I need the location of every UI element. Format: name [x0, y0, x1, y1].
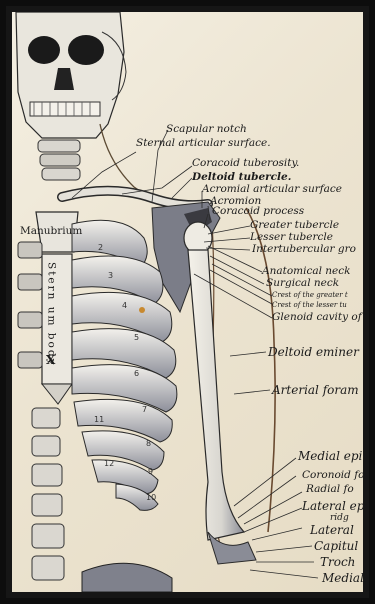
skull — [16, 12, 126, 138]
rib-number: 3 — [108, 272, 113, 280]
label-acromial-articular-surface: Acromial articular surface — [202, 184, 342, 195]
label-crest-lesser-tubercle: Crest of the lesser tu — [272, 302, 347, 309]
anatomy-drawing: Scapular notch Sternal articular surface… — [12, 12, 363, 592]
rib-number: 7 — [142, 406, 147, 414]
label-arterial-foramen: Arterial foram — [272, 384, 359, 396]
label-capitulum: Capitul — [314, 540, 358, 552]
label-deltoid-eminence: Deltoid eminer — [268, 346, 359, 358]
rib-number: 6 — [134, 370, 139, 378]
label-lateral-epicondyle: Lateral ep — [302, 500, 363, 512]
label-trochlea: Troch — [320, 556, 355, 568]
label-deltoid-tubercle: Deltoid tubercle. — [192, 172, 291, 183]
label-scapular-notch: Scapular notch — [166, 124, 247, 135]
rib-number: 12 — [104, 460, 114, 468]
label-anatomical-neck: Anatomical neck — [262, 266, 351, 277]
label-radial-fossa: Radial fo — [306, 484, 354, 495]
label-lateral: Lateral — [310, 524, 354, 536]
label-coronoid-fossa: Coronoid fo — [302, 470, 363, 481]
label-medial-epicondyle: Medial epi — [298, 450, 362, 462]
rib-number: 8 — [146, 440, 151, 448]
picture-frame: Scapular notch Sternal articular surface… — [6, 6, 369, 598]
label-medial: Medial — [322, 572, 363, 584]
label-crest-greater-tubercle: Crest of the greater t — [272, 292, 348, 299]
label-x-mark: X — [46, 354, 55, 366]
rib-number: 2 — [98, 244, 103, 252]
rib-number: 4 — [122, 302, 127, 310]
label-sternum-body: Stern um body — [46, 262, 57, 367]
rib-number: 9 — [148, 468, 153, 476]
label-surgical-neck: Surgical neck — [266, 278, 339, 289]
rib-number: 11 — [94, 416, 104, 424]
label-manubrium: Manubrium — [20, 226, 82, 237]
rib-number: 5 — [134, 334, 139, 342]
label-intertubercular-groove: Intertubercular gro — [252, 244, 356, 255]
rib-number: 10 — [146, 494, 156, 502]
label-lesser-tubercle: Lesser tubercle — [250, 232, 333, 243]
label-coracoid-process: Coracoid process — [212, 206, 304, 217]
label-glenoid-cavity: Glenoid cavity of — [272, 312, 362, 323]
cervical-spine — [38, 140, 80, 180]
label-coracoid-tuberosity: Coracoid tuberosity. — [192, 158, 299, 169]
label-sternal-articular-surface: Sternal articular surface. — [136, 138, 271, 149]
label-ridge: ridg — [330, 514, 349, 523]
label-greater-tubercle: Greater tubercle — [250, 220, 339, 231]
